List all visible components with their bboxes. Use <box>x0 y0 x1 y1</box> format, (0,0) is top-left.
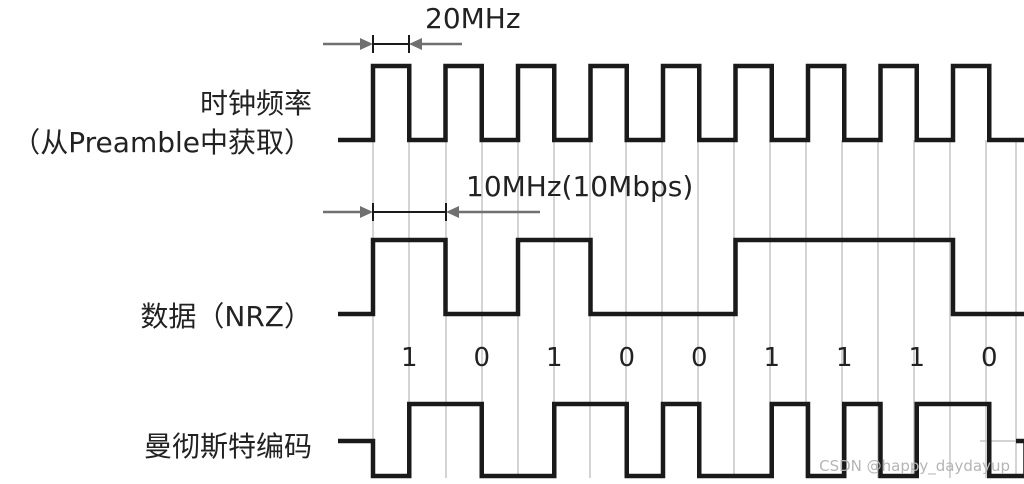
clock-label-line2: （从Preamble中获取） <box>12 126 312 159</box>
watermark: CSDN @happy_daydayup <box>819 457 1010 476</box>
clock-period-annotation: 20MHz <box>323 2 521 53</box>
bit-value-label: 0 <box>691 343 708 373</box>
bit-value-label: 1 <box>836 343 853 373</box>
clock-label-line1: 时钟频率 <box>200 87 312 120</box>
clock-waveform <box>338 63 1024 143</box>
bit-period-label: 10MHz(10Mbps) <box>466 170 693 203</box>
bit-values: 1 0 1 0 0 1 1 1 0 <box>401 343 998 373</box>
bit-value-label: 1 <box>546 343 563 373</box>
bit-value-label: 0 <box>981 343 998 373</box>
bit-value-label: 0 <box>618 343 635 373</box>
nrz-waveform <box>338 237 1024 317</box>
arrow-right-icon <box>360 38 373 50</box>
data-label: 数据（NRZ） <box>140 300 312 333</box>
bit-value-label: 0 <box>473 343 490 373</box>
arrow-right-icon <box>360 206 373 218</box>
manchester-waveform <box>338 401 1024 479</box>
bit-value-label: 1 <box>763 343 780 373</box>
bit-period-annotation: 10MHz(10Mbps) <box>323 170 693 221</box>
arrow-left-icon <box>446 206 459 218</box>
clock-period-label: 20MHz <box>425 2 521 35</box>
bit-value-label: 1 <box>908 343 925 373</box>
arrow-left-icon <box>409 38 422 50</box>
bit-value-label: 1 <box>401 343 418 373</box>
manchester-label: 曼彻斯特编码 <box>144 430 312 463</box>
